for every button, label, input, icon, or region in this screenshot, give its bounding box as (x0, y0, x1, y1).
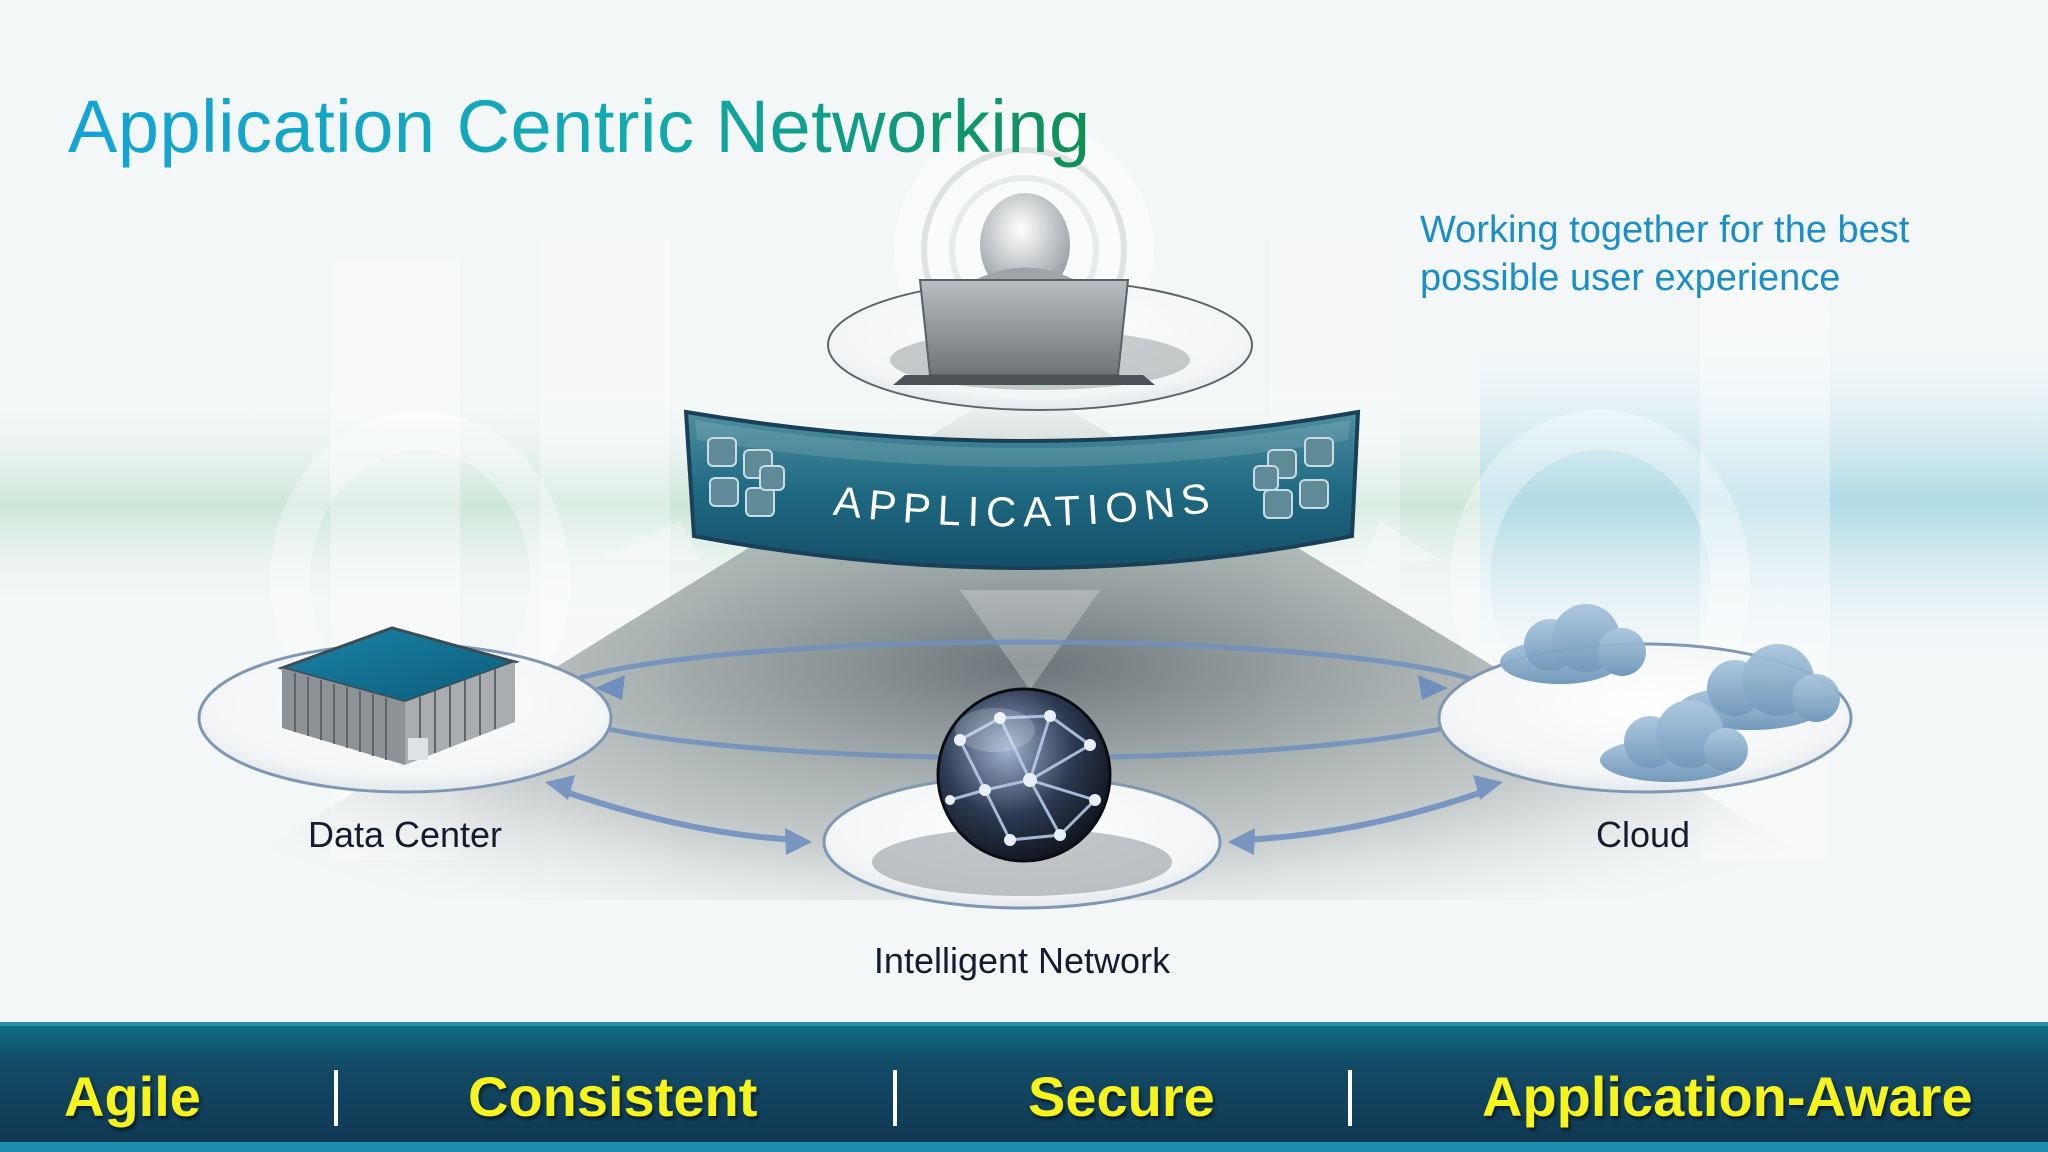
attribute-consistent: Consistent (468, 1065, 758, 1128)
attribute-agile: Agile (64, 1065, 201, 1128)
separator (893, 1070, 897, 1126)
connector-right (1239, 787, 1489, 843)
slide-title: Application Centric Networking (68, 85, 1091, 168)
faint-arrow (600, 520, 700, 560)
attribute-secure: Secure (1028, 1065, 1215, 1128)
app-tiles-icon (1253, 437, 1334, 519)
attribute-application-aware: Application-Aware (1482, 1065, 1973, 1128)
connector-left (559, 787, 801, 843)
attributes-bar: Agile Consistent Secure Application-Awar… (0, 1022, 2048, 1152)
user-laptop-icon (893, 193, 1155, 385)
cloud-label: Cloud (1595, 814, 1691, 855)
connector-right-arrow (1473, 775, 1503, 800)
connector-right-arrow (1228, 828, 1255, 855)
cloud-icon (1500, 604, 1840, 782)
separator (1348, 1070, 1352, 1126)
globe-network-icon (936, 687, 1112, 863)
connector-left-arrow (785, 828, 812, 855)
ring-arrow (595, 675, 625, 700)
tagline: Working together for the best possible u… (1420, 209, 1910, 299)
building-icon (277, 626, 520, 765)
intelligent-network-label: Intelligent Network (873, 940, 1171, 981)
applications-banner: APPLICATIONS (683, 409, 1361, 570)
data-center-label: Data Center (307, 814, 503, 855)
diagram-canvas: APPLICATIONS (0, 147, 2048, 910)
ring-arrow (1418, 675, 1448, 700)
separator (334, 1070, 338, 1126)
connector-left-arrow (545, 775, 575, 800)
app-tiles-icon (707, 437, 785, 517)
faint-arrow (1360, 520, 1440, 570)
